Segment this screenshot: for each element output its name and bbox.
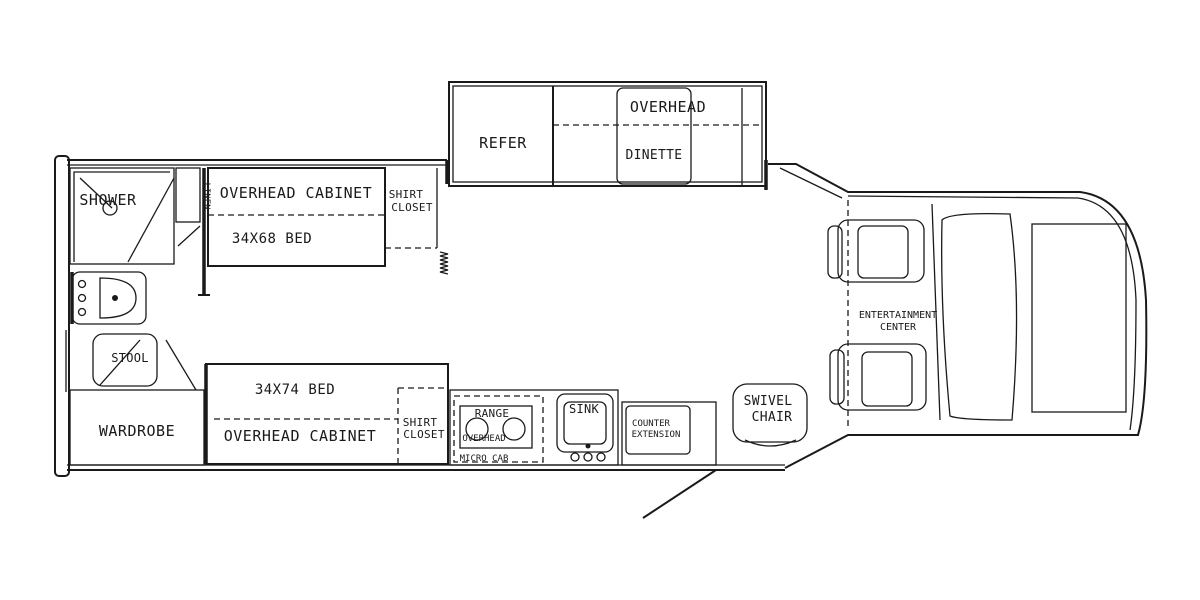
galley: RANGE OVERHEAD MICRO CAB SINK COUNTER EX…: [449, 389, 717, 466]
dinette-label: DINETTE: [626, 148, 683, 163]
linen-label: LINEN: [201, 182, 211, 209]
shirt-top-label: SHIRT: [389, 188, 424, 201]
overhead-dinette-label: OVERHEAD: [630, 98, 706, 116]
entertainment-label: ENTERTAINMENT: [859, 310, 937, 321]
closet-bottom-label: CLOSET: [403, 428, 445, 441]
counter-label: COUNTER: [632, 419, 671, 429]
swivel-chair: SWIVEL CHAIR: [732, 383, 808, 447]
stool-label: STOOL: [111, 351, 149, 365]
cab-seats: ENTERTAINMENT CENTER: [827, 200, 937, 430]
bath-area: SHOWER LINEN STOOL WARDROBE: [65, 167, 211, 466]
lower-bed-area: 34X74 BED OVERHEAD CABINET SHIRT CLOSET: [204, 363, 449, 465]
shirt-bottom-label: SHIRT: [403, 416, 438, 429]
overhead-cabinet-top-label: OVERHEAD CABINET: [220, 184, 373, 202]
bed-bottom-label: 34X74 BED: [255, 382, 335, 398]
swivel-label: SWIVEL: [744, 394, 793, 409]
slide-out: REFER OVERHEAD DINETTE: [445, 81, 768, 190]
wardrobe-label: WARDROBE: [99, 422, 175, 440]
overhead-cabinet-bottom-label: OVERHEAD CABINET: [224, 427, 377, 445]
center-label: CENTER: [880, 322, 917, 333]
closet-top-label: CLOSET: [391, 201, 433, 214]
micro-cab-label: MICRO CAB: [460, 454, 509, 464]
overhead-micro-label: OVERHEAD: [462, 434, 505, 444]
extension-label: EXTENSION: [632, 430, 681, 440]
chair-label: CHAIR: [752, 410, 793, 425]
refer-label: REFER: [479, 134, 527, 152]
sink-label: SINK: [569, 402, 600, 416]
bed-top-label: 34X68 BED: [232, 231, 312, 247]
upper-bed-area: OVERHEAD CABINET 34X68 BED SHIRT CLOSET: [207, 167, 449, 275]
range-label: RANGE: [475, 407, 510, 420]
cab-dash: [931, 203, 1127, 421]
shower-label: SHOWER: [79, 191, 137, 209]
